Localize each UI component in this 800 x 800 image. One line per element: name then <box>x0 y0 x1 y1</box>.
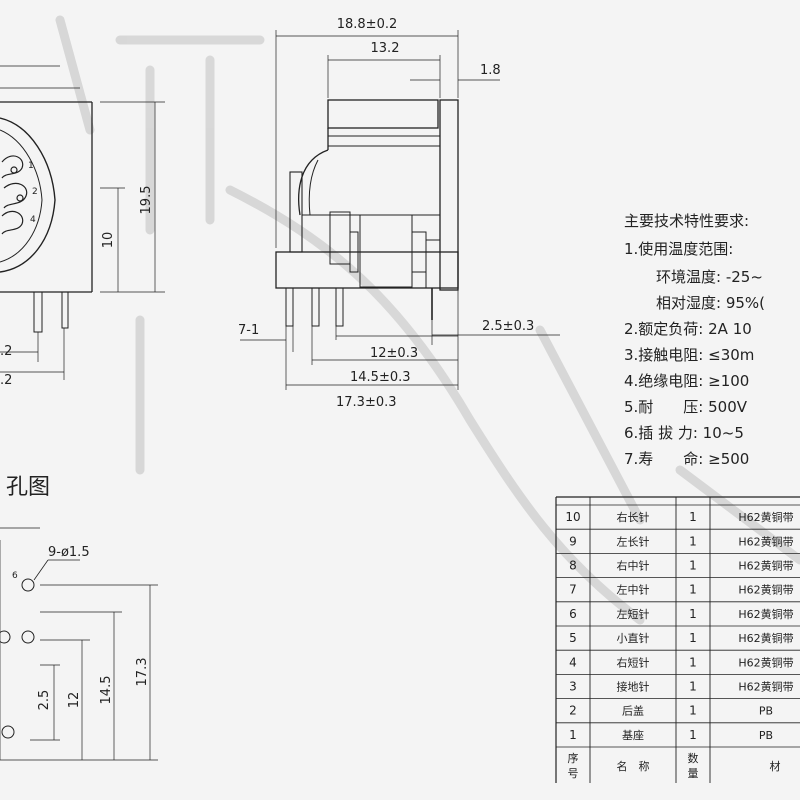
side-dim-12: 12±0.3 <box>370 346 418 361</box>
side-dim-173: 17.3±0.3 <box>336 395 397 410</box>
hole-2 <box>21 630 35 644</box>
din-socket-pins <box>1 155 28 235</box>
hole-dim-173: 17.3 <box>135 658 150 687</box>
table-cell-qty: 1 <box>689 583 697 597</box>
pin-label-1: 1 <box>28 161 34 171</box>
side-view <box>240 30 560 390</box>
front-dim-pitch: 10 <box>101 232 116 249</box>
table-cell-name: 基座 <box>622 728 644 742</box>
table-cell-material: PB <box>759 729 773 742</box>
front-view <box>0 65 165 380</box>
table-cell-material: H62黄铜带 <box>738 559 793 573</box>
side-dim-overall: 18.8±0.2 <box>337 17 398 32</box>
spec-item-7: 7.寿 命: ≥500 <box>624 450 749 468</box>
table-cell-material: H62黄铜带 <box>738 583 793 597</box>
hole-dim-25: 2.5 <box>37 690 52 711</box>
spec-item-1b: 相对湿度: 95%( <box>656 294 765 312</box>
side-dim-145: 14.5±0.3 <box>350 370 411 385</box>
table-cell-no: 2 <box>569 704 577 718</box>
front-dim-b: .2 <box>0 373 12 388</box>
hole-3 <box>1 725 15 739</box>
watermark <box>55 15 800 625</box>
table-cell-material: H62黄铜带 <box>738 607 793 621</box>
table-cell-qty: 1 <box>689 534 697 548</box>
table-cell-no: 5 <box>569 631 577 645</box>
hole-4 <box>0 630 11 644</box>
spec-item-1a: 环境温度: -25~ <box>656 268 763 286</box>
hole-1 <box>21 578 35 592</box>
table-header-material: 材 <box>770 759 781 773</box>
table-cell-qty: 1 <box>689 607 697 621</box>
side-dim-pin-left: 7-1 <box>238 323 259 338</box>
table-cell-material: H62黄铜带 <box>738 655 793 669</box>
table-cell-material: H62黄铜带 <box>738 680 793 694</box>
table-header-name: 名 称 <box>617 759 650 773</box>
table-cell-no: 3 <box>569 680 577 694</box>
table-cell-qty: 1 <box>689 728 697 742</box>
table-cell-no: 1 <box>569 728 577 742</box>
table-cell-name: 后盖 <box>622 704 644 718</box>
hole-layout-title: 孔图 <box>6 475 50 500</box>
spec-item-5: 5.耐 压: 500V <box>624 398 748 416</box>
pin-label-4: 4 <box>30 215 36 225</box>
table-cell-qty: 1 <box>689 631 697 645</box>
table-header-qty-2: 量 <box>688 767 699 780</box>
spec-item-2: 2.额定负荷: 2A 10 <box>624 320 752 338</box>
front-dim-a: .2 <box>0 344 12 359</box>
table-cell-no: 6 <box>569 607 577 621</box>
table-cell-qty: 1 <box>689 680 697 694</box>
table-header-no-1: 序 <box>568 751 579 765</box>
hole-number: 6 <box>12 571 18 581</box>
table-cell-no: 10 <box>565 510 580 524</box>
side-dim-rear: 1.8 <box>480 63 501 78</box>
spec-heading: 主要技术特性要求: <box>624 212 749 230</box>
table-cell-name: 接地针 <box>617 680 650 694</box>
spec-item-4: 4.绝缘电阻: ≥100 <box>624 372 749 390</box>
front-pin-labels: 1 2 4 <box>28 161 38 225</box>
side-dim-body: 13.2 <box>371 41 400 56</box>
hole-dim-145: 14.5 <box>99 676 114 705</box>
spec-list: 主要技术特性要求: 1.使用温度范围: 环境温度: -25~ 相对湿度: 95%… <box>624 212 765 468</box>
table-cell-name: 右短针 <box>617 655 650 669</box>
table-cell-material: PB <box>759 705 773 718</box>
table-cell-material: H62黄铜带 <box>738 631 793 645</box>
table-cell-name: 左长针 <box>617 534 650 548</box>
table-cell-qty: 1 <box>689 510 697 524</box>
table-cell-name: 小直针 <box>617 631 650 645</box>
table-cell-qty: 1 <box>689 704 697 718</box>
front-dim-height: 19.5 <box>139 186 154 215</box>
table-cell-no: 8 <box>569 559 577 573</box>
hole-callout: 9-ø1.5 <box>48 545 90 560</box>
spec-item-3: 3.接触电阻: ≤30m <box>624 346 754 364</box>
table-header-qty-1: 数 <box>688 752 699 765</box>
spec-item-1: 1.使用温度范围: <box>624 240 733 258</box>
table-cell-material: H62黄铜带 <box>738 510 793 524</box>
table-cell-qty: 1 <box>689 655 697 669</box>
table-cell-material: H62黄铜带 <box>738 534 793 548</box>
table-cell-no: 4 <box>569 655 577 669</box>
side-dim-pin-right: 2.5±0.3 <box>482 319 534 334</box>
table-cell-name: 右长针 <box>617 510 650 524</box>
table-cell-no: 7 <box>569 583 577 597</box>
table-header-no-2: 号 <box>568 767 579 780</box>
hole-dim-12: 12 <box>67 692 82 709</box>
table-cell-name: 右中针 <box>617 559 650 573</box>
pin-label-2: 2 <box>32 187 38 197</box>
table-cell-no: 9 <box>569 534 577 548</box>
table-cell-name: 左中针 <box>617 583 650 597</box>
hole-layout <box>0 527 158 761</box>
table-cell-qty: 1 <box>689 559 697 573</box>
table-cell-name: 左短针 <box>617 607 650 621</box>
spec-item-6: 6.插 拔 力: 10~5 <box>624 424 744 442</box>
side-dim-lines <box>240 30 560 390</box>
